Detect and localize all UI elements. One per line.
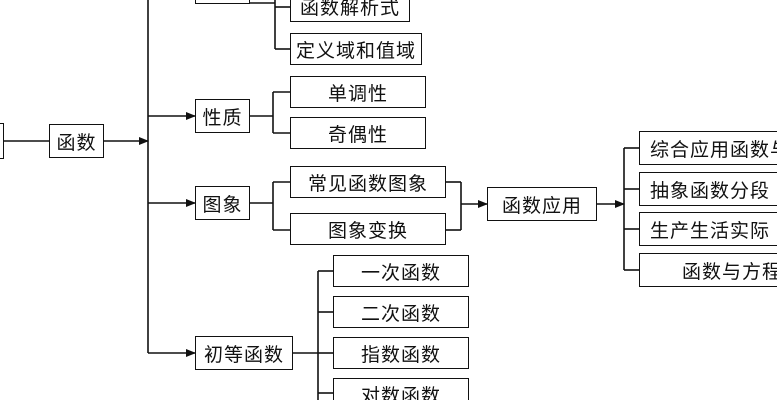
node-function: 函数 — [49, 124, 104, 158]
node-analytic-expression: 函数解析式 — [290, 0, 410, 22]
node-app-equation: 函数与方程 — [639, 253, 777, 287]
node-parity: 奇偶性 — [290, 117, 426, 149]
node-app-real-life: 生产生活实际 — [639, 212, 777, 246]
node-properties: 性质 — [195, 99, 250, 133]
node-exponential-function: 指数函数 — [333, 337, 469, 369]
node-quadratic-function: 二次函数 — [333, 296, 469, 328]
top-branch-node-partial — [195, 0, 250, 4]
node-monotonicity: 单调性 — [290, 76, 426, 108]
node-logarithmic-function: 对数函数 — [333, 378, 469, 400]
node-linear-function: 一次函数 — [333, 255, 469, 287]
node-elementary-functions: 初等函数 — [195, 336, 293, 370]
node-app-abstract: 抽象函数分段 — [639, 172, 777, 206]
node-common-graphs: 常见函数图象 — [290, 166, 446, 198]
node-domain-range: 定义域和值域 — [290, 33, 422, 65]
node-graph: 图象 — [195, 186, 250, 220]
root-node-partial — [0, 123, 4, 159]
node-graph-transform: 图象变换 — [290, 213, 446, 245]
node-app-comprehensive: 综合应用函数与 — [639, 131, 777, 165]
node-application: 函数应用 — [487, 187, 597, 221]
